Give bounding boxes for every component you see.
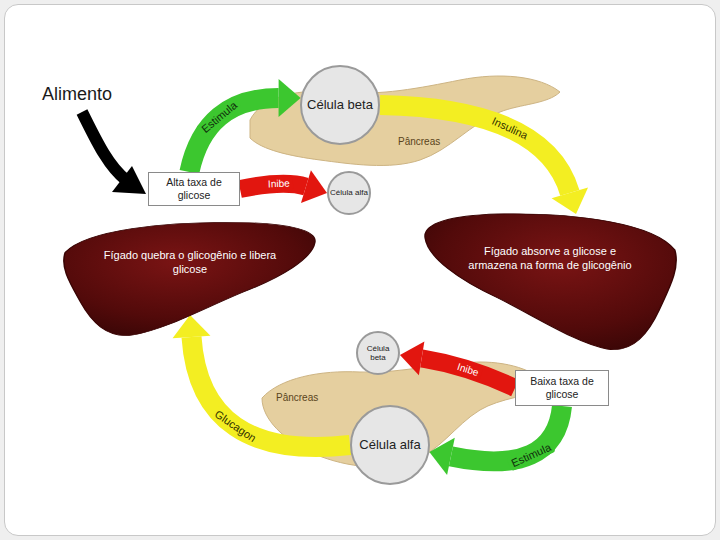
arrow-label: Estimula [196, 96, 242, 138]
arrow-head [301, 170, 327, 203]
liver: Fígado quebra o glicogênio e libera glic… [60, 215, 320, 340]
node-text: Fígado quebra o glicogênio e libera glic… [102, 248, 279, 277]
node-text: Célula alfa [359, 437, 420, 453]
glucose-level-box: Alta taxa de glicose [148, 172, 240, 206]
alpha-cell: Célula alfa [350, 405, 430, 485]
alpha-cell: Célula alfa [327, 171, 371, 215]
node-text: Alta taxa de glicose [154, 176, 234, 201]
liver-outline [420, 205, 680, 355]
arrow-label: Estimula [506, 438, 556, 471]
arrow-label: Insulina [487, 113, 533, 144]
arrow-head [429, 438, 454, 475]
arrow-head [552, 188, 588, 214]
arrow-label: Inibe [453, 359, 484, 381]
food-arrowhead [112, 166, 146, 194]
liver: Fígado absorve a glicose e armazena na f… [420, 205, 680, 355]
liver-shape [64, 222, 315, 335]
hormone-arrow [400, 342, 515, 388]
hormone-arrow [173, 315, 350, 447]
node-text: Célula alfa [330, 188, 368, 197]
hormone-arrow [380, 105, 588, 214]
node-text: Baixa taxa de glicose [521, 375, 603, 400]
arrow-band [422, 358, 515, 388]
node-text: Fígado absorve a glicose e armazena na f… [462, 244, 639, 273]
arrow-band [380, 105, 570, 193]
arrow-head [400, 342, 424, 376]
hormone-arrow [189, 79, 300, 172]
arrow-label: Inibe [264, 176, 292, 191]
node-text: Célula beta [307, 97, 373, 113]
liver-shape [425, 214, 676, 350]
arrow-band [191, 337, 350, 447]
glucose-level-box: Baixa taxa de glicose [515, 370, 609, 406]
organ-label: Pâncreas [276, 392, 318, 403]
organ-label: Pâncreas [398, 136, 440, 147]
food-label: Alimento [42, 84, 112, 105]
liver-outline [60, 215, 320, 340]
hormone-arrow [240, 170, 327, 203]
arrow-head [279, 79, 301, 117]
beta-cell: Célula beta [356, 331, 400, 375]
beta-cell: Célula beta [300, 65, 380, 145]
node-text: Célula beta [358, 344, 398, 362]
arrow-label: Glucagon [209, 406, 261, 447]
food-arrow [82, 112, 126, 180]
hormone-arrow [429, 406, 562, 475]
